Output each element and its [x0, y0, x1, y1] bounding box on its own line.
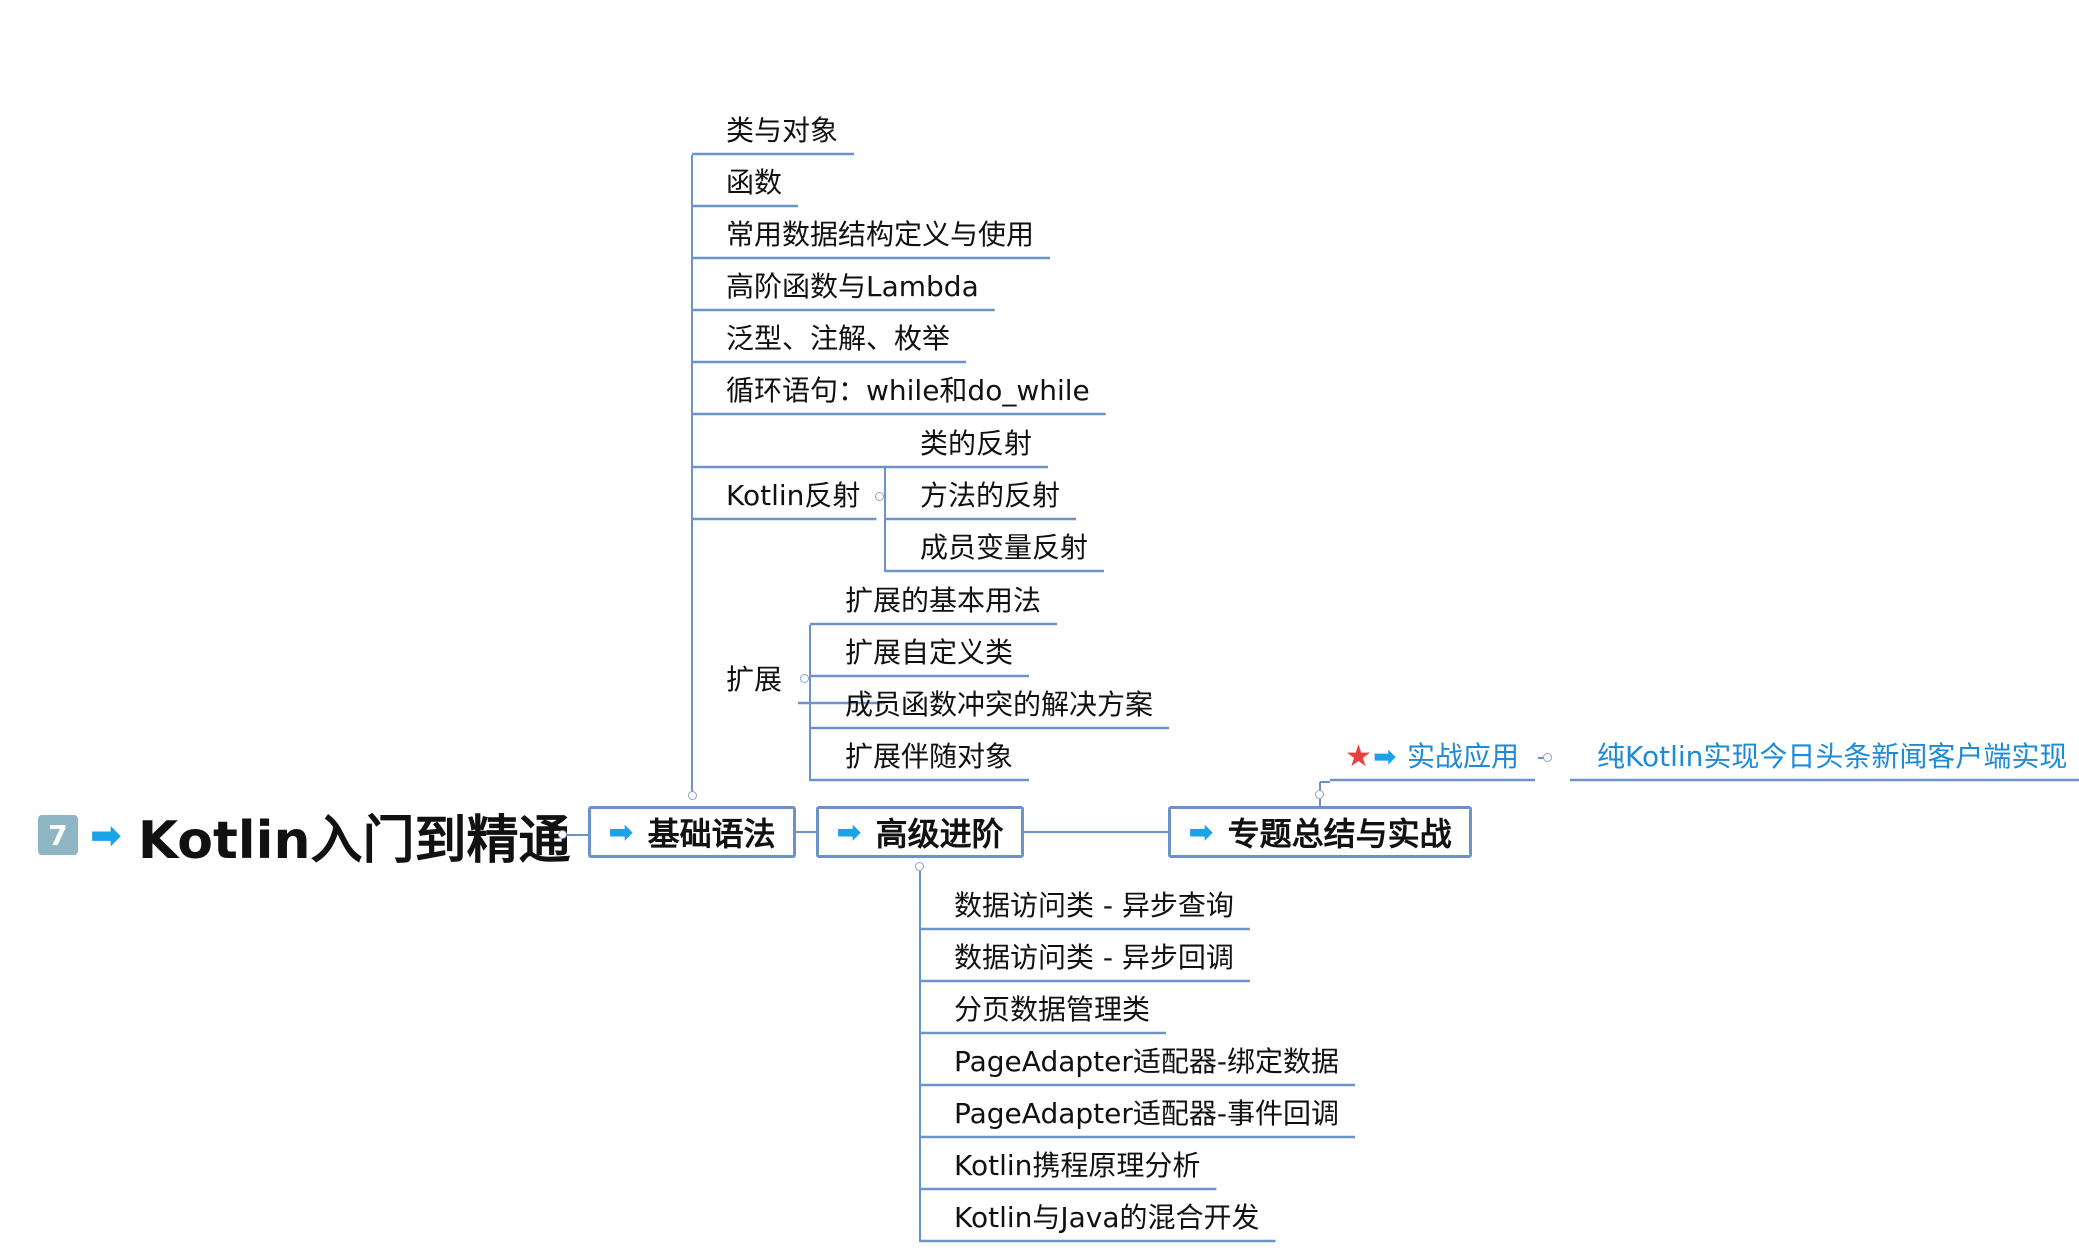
- topic-item[interactable]: Kotlin与Java的混合开发: [954, 1201, 1260, 1234]
- collapse-knob[interactable]: [688, 791, 697, 800]
- branch-label: 高级进阶: [875, 815, 1004, 853]
- topic-item[interactable]: 成员函数冲突的解决方案: [845, 688, 1154, 721]
- right-arrow-icon: ➡: [608, 814, 634, 850]
- topic-item[interactable]: 扩展的基本用法: [845, 584, 1042, 617]
- topic-item[interactable]: 扩展伴随对象: [845, 740, 1014, 773]
- root-title: Kotlin入门到精通: [137, 810, 571, 871]
- topic-reflection[interactable]: Kotlin反射: [726, 479, 861, 512]
- topic-item[interactable]: 函数: [726, 166, 783, 199]
- branch-basic-syntax[interactable]: ➡ 基础语法: [588, 806, 796, 858]
- topic-item[interactable]: 类的反射: [920, 427, 1033, 460]
- topic-item[interactable]: 扩展自定义类: [845, 636, 1014, 669]
- topic-item[interactable]: 循环语句：while和do_while: [726, 374, 1090, 407]
- topic-item[interactable]: 数据访问类 - 异步回调: [954, 941, 1234, 974]
- branch-practice[interactable]: ➡ 专题总结与实战: [1168, 806, 1472, 858]
- topic-item[interactable]: PageAdapter适配器-事件回调: [954, 1097, 1339, 1130]
- branch-advanced[interactable]: ➡ 高级进阶: [816, 806, 1024, 858]
- star-icon: ★: [1345, 739, 1372, 774]
- collapse-knob[interactable]: [1543, 753, 1552, 762]
- branch-label: 专题总结与实战: [1227, 815, 1452, 853]
- topic-item[interactable]: 分页数据管理类: [954, 993, 1151, 1026]
- right-arrow-icon: ➡: [836, 814, 862, 850]
- root-topic[interactable]: 7 ➡ Kotlin入门到精通: [38, 800, 571, 871]
- branch-label: 基础语法: [647, 815, 776, 853]
- topic-item[interactable]: 数据访问类 - 异步查询: [954, 889, 1234, 922]
- topic-item[interactable]: PageAdapter适配器-绑定数据: [954, 1045, 1339, 1078]
- collapse-knob[interactable]: [558, 830, 567, 839]
- topic-item[interactable]: Kotlin携程原理分析: [954, 1149, 1201, 1182]
- topic-item[interactable]: 成员变量反射: [920, 531, 1089, 564]
- collapse-knob[interactable]: [800, 674, 809, 683]
- collapse-knob[interactable]: [1315, 790, 1324, 799]
- topic-item[interactable]: 类与对象: [726, 114, 839, 147]
- right-arrow-icon: ➡: [90, 813, 122, 857]
- right-arrow-icon: ➡: [1188, 814, 1214, 850]
- topic-extension[interactable]: 扩展: [726, 663, 783, 696]
- topic-item[interactable]: 常用数据结构定义与使用: [726, 218, 1035, 251]
- collapse-knob[interactable]: [875, 492, 884, 501]
- topic-practical-application[interactable]: 实战应用: [1407, 740, 1520, 773]
- topic-item[interactable]: 纯Kotlin实现今日头条新闻客户端实现: [1597, 740, 2068, 773]
- topic-item[interactable]: 泛型、注解、枚举: [726, 322, 951, 355]
- topic-item[interactable]: 高阶函数与Lambda: [726, 270, 979, 303]
- number-badge: 7: [38, 815, 78, 855]
- right-arrow-icon: ➡: [1373, 740, 1397, 773]
- topic-item[interactable]: 方法的反射: [920, 479, 1061, 512]
- collapse-knob[interactable]: [915, 862, 924, 871]
